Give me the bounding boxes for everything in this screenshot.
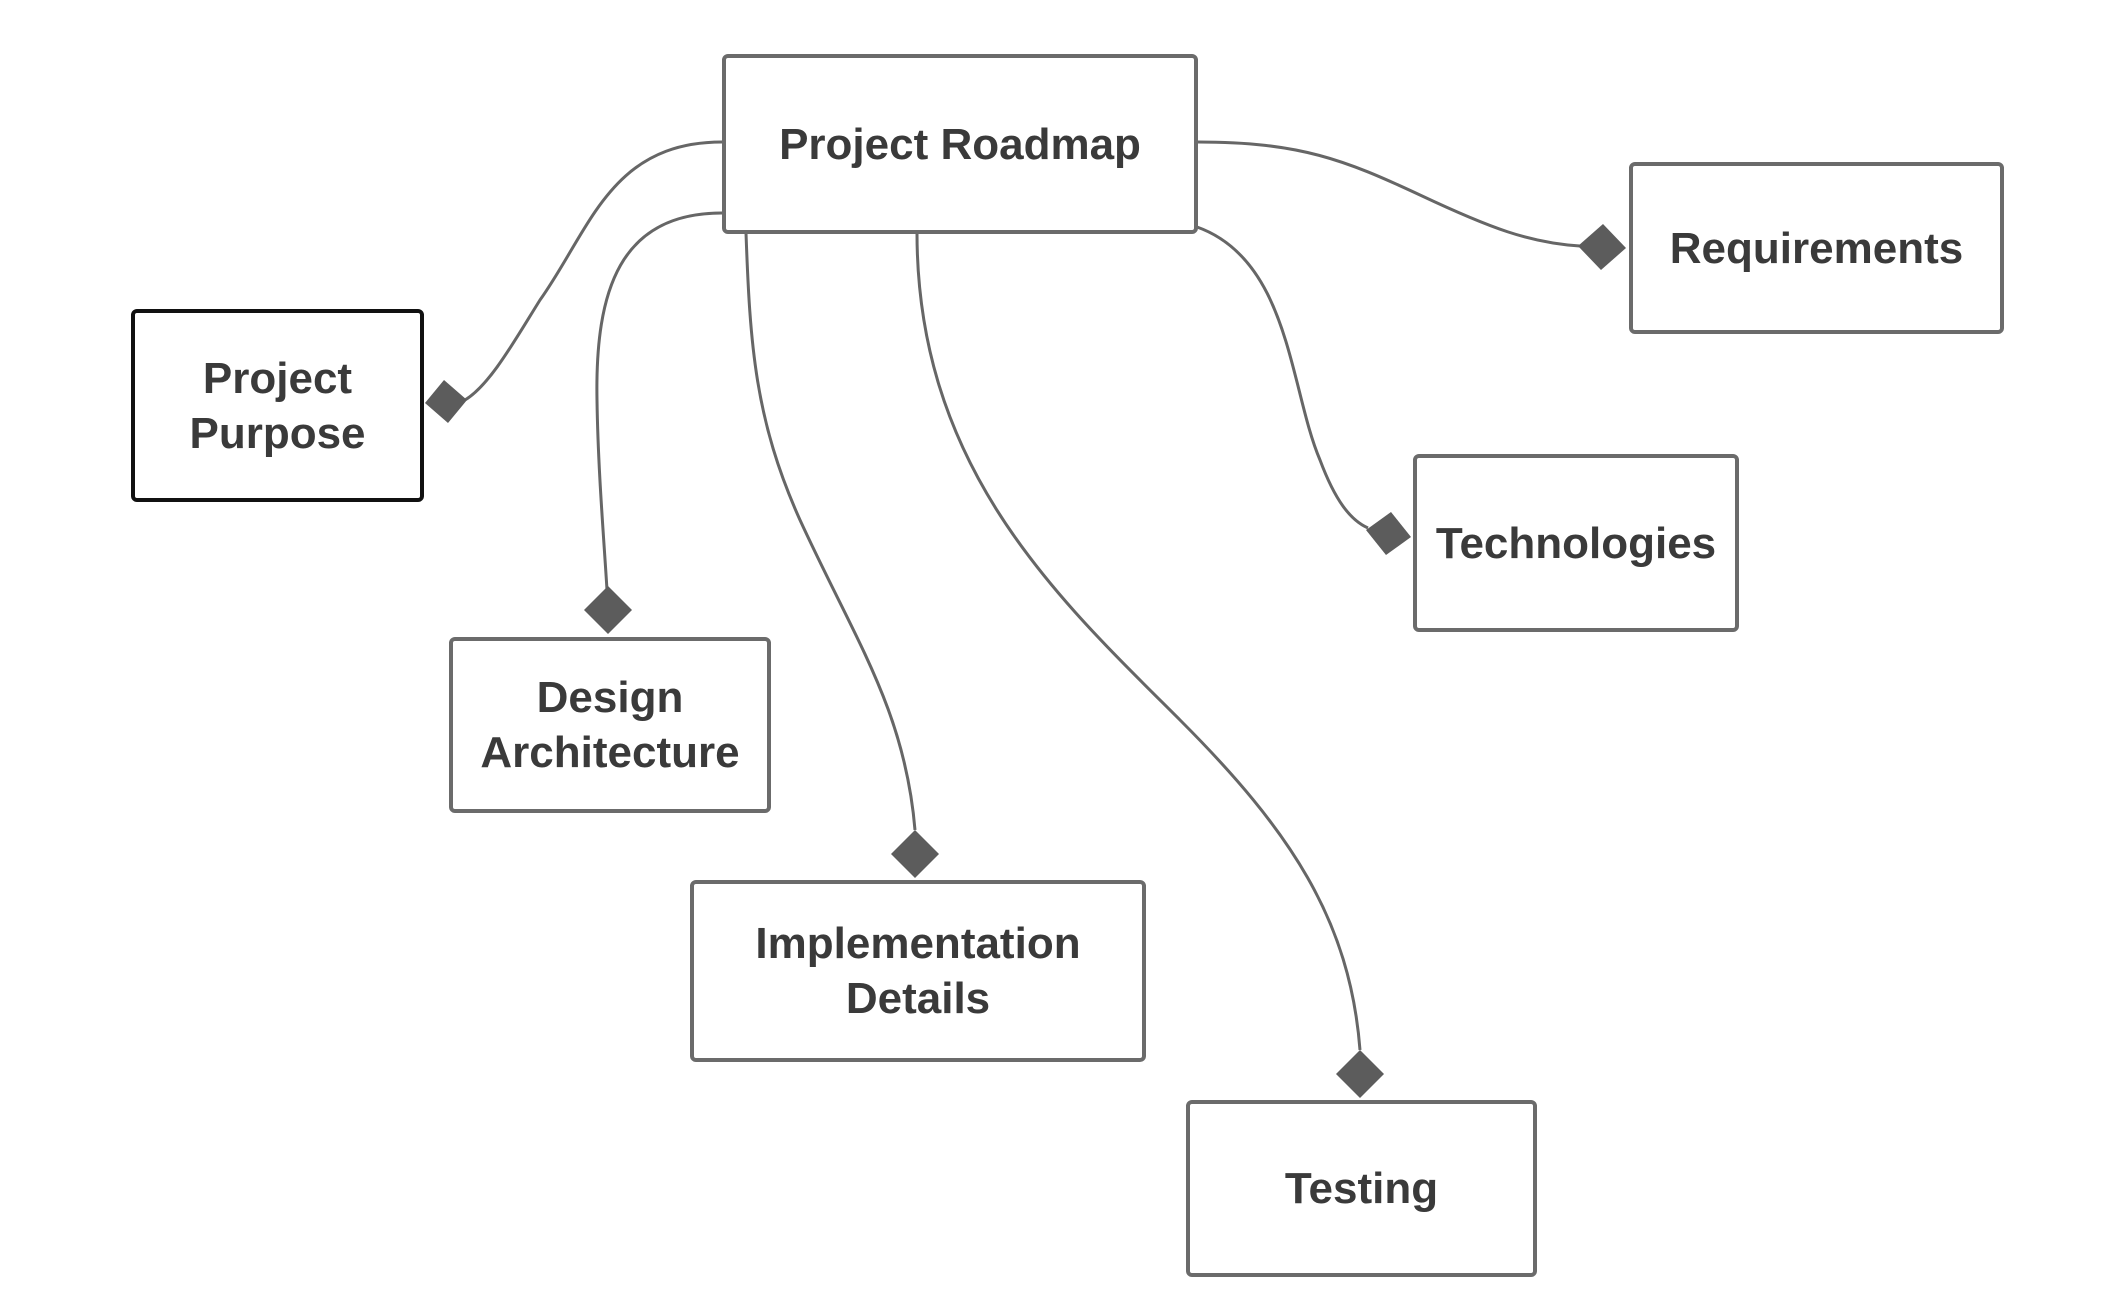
node-label: Design Architecture: [480, 673, 740, 777]
node-label: Implementation Details: [755, 919, 1081, 1023]
diamond-end-icon: [1336, 1050, 1384, 1098]
edge-root-purpose[interactable]: [425, 140, 723, 423]
node-design-architecture[interactable]: Design Architecture: [449, 637, 771, 813]
diamond-end-icon: [1366, 512, 1411, 555]
diamond-end-icon: [1578, 224, 1626, 270]
diamond-end-icon: [425, 380, 467, 423]
node-technologies[interactable]: Technologies: [1413, 454, 1739, 632]
node-label: Project Purpose: [189, 353, 366, 458]
node-requirements[interactable]: Requirements: [1629, 162, 2004, 334]
node-label: Technologies: [1435, 518, 1717, 568]
diamond-end-icon: [891, 830, 939, 878]
connector-line: [744, 232, 917, 831]
node-project-purpose[interactable]: Project Purpose: [131, 309, 424, 502]
edge-root-design[interactable]: [584, 211, 723, 634]
connector-line: [595, 211, 723, 591]
edge-root-implementation[interactable]: [744, 232, 939, 878]
edge-root-requirements[interactable]: [1197, 140, 1626, 270]
node-label: Testing: [1284, 1164, 1439, 1213]
edge-root-testing[interactable]: [915, 232, 1384, 1098]
node-implementation-details[interactable]: Implementation Details: [690, 880, 1146, 1062]
connector-line: [464, 140, 723, 402]
node-label: Requirements: [1669, 223, 1964, 273]
connector-line: [915, 232, 1362, 1051]
connector-line: [1196, 225, 1369, 530]
node-label: Project Roadmap: [779, 119, 1141, 169]
edge-root-technologies[interactable]: [1196, 225, 1411, 555]
node-testing[interactable]: Testing: [1186, 1100, 1537, 1277]
diamond-end-icon: [584, 586, 632, 634]
root-node-project-roadmap[interactable]: Project Roadmap: [722, 54, 1198, 234]
connector-line: [1197, 140, 1581, 248]
